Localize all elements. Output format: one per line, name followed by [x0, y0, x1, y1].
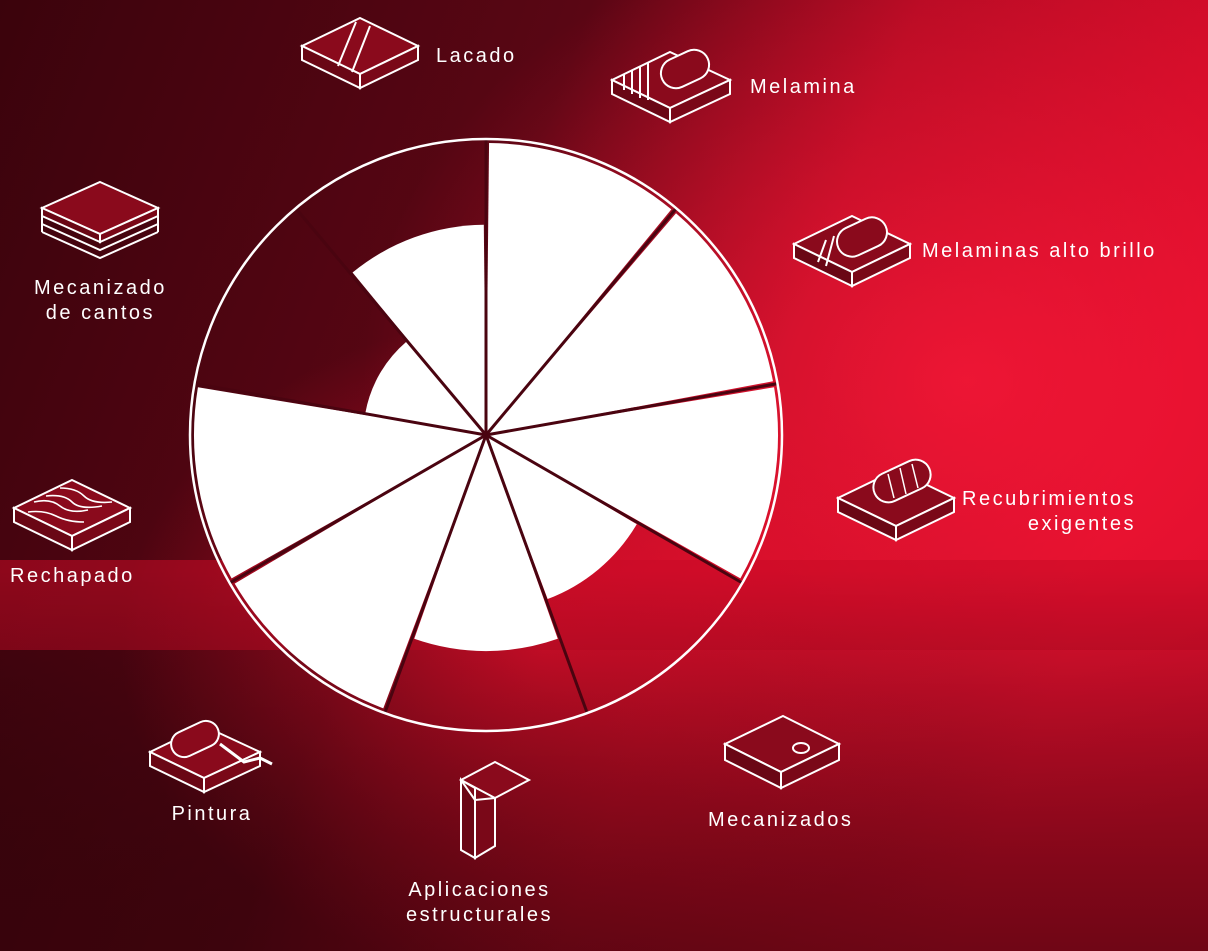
coating-roll-icon — [836, 452, 958, 546]
veneer-panel-icon — [10, 476, 134, 560]
category-label: Melamina — [750, 75, 857, 98]
slice-lacado — [352, 224, 486, 435]
melamine-roll-icon — [610, 44, 736, 130]
label-line-1: Mecanizado — [34, 277, 167, 299]
chart-slices — [194, 143, 778, 709]
label-line-1: Recubrimientos — [962, 488, 1136, 510]
category-label: Aplicaciones estructurales — [406, 878, 553, 928]
slice-recubrimientos-exigentes — [486, 387, 778, 579]
high-gloss-roll-icon — [792, 210, 914, 292]
category-rechapado: Rechapado — [10, 476, 135, 589]
category-label: Mecanizado de cantos — [34, 276, 167, 326]
label-line-2: de cantos — [45, 302, 156, 324]
slice-mecanizados — [486, 435, 637, 599]
category-label: Lacado — [436, 44, 517, 67]
slice-aplicaciones-estructurales — [414, 435, 558, 652]
category-label: Mecanizados — [708, 809, 854, 831]
category-mecanizado-de-cantos: Mecanizado de cantos — [34, 178, 167, 326]
label-line-1: Aplicaciones — [408, 879, 551, 901]
label-line-2: estructurales — [406, 904, 553, 926]
spoke-line — [294, 207, 488, 436]
category-label: Melaminas alto brillo — [922, 239, 1157, 262]
slice-rechapado — [194, 387, 486, 579]
spoke-line — [484, 207, 678, 436]
slice-pintura — [234, 435, 486, 709]
chart-spokes — [194, 139, 778, 714]
slice-mecanizado-de-cantos — [365, 341, 486, 435]
chart-outline-circle — [188, 137, 784, 733]
spoke-line — [485, 433, 744, 585]
paint-roller-icon — [148, 718, 276, 802]
category-label: Rechapado — [10, 565, 135, 587]
category-pintura: Pintura — [148, 718, 276, 827]
label-line-2: exigentes — [1027, 513, 1136, 535]
category-label: Pintura — [171, 803, 253, 825]
category-aplicaciones-estructurales: Aplicaciones estructurales — [406, 760, 553, 928]
category-melaminas-alto-brillo: Melaminas alto brillo — [792, 210, 1157, 292]
category-melamina: Melamina — [610, 44, 857, 130]
spoke-line — [485, 382, 778, 437]
spoke-line — [194, 382, 487, 437]
spoke-line — [228, 433, 487, 585]
spoke-line — [383, 434, 488, 714]
category-mecanizados: Mecanizados — [708, 712, 853, 833]
slice-melamina — [486, 143, 672, 435]
stacked-panels-icon — [38, 178, 162, 270]
drilled-panel-icon — [719, 712, 843, 800]
category-recubrimientos-exigentes: Recubrimientos exigentes — [836, 452, 1136, 546]
bracket-icon — [425, 760, 535, 860]
spoke-line — [484, 434, 589, 714]
category-label: Recubrimientos exigentes — [962, 487, 1136, 537]
category-lacado: Lacado — [298, 14, 517, 98]
slice-melaminas-alto-brillo — [486, 213, 774, 435]
lacquered-panel-icon — [298, 14, 422, 98]
